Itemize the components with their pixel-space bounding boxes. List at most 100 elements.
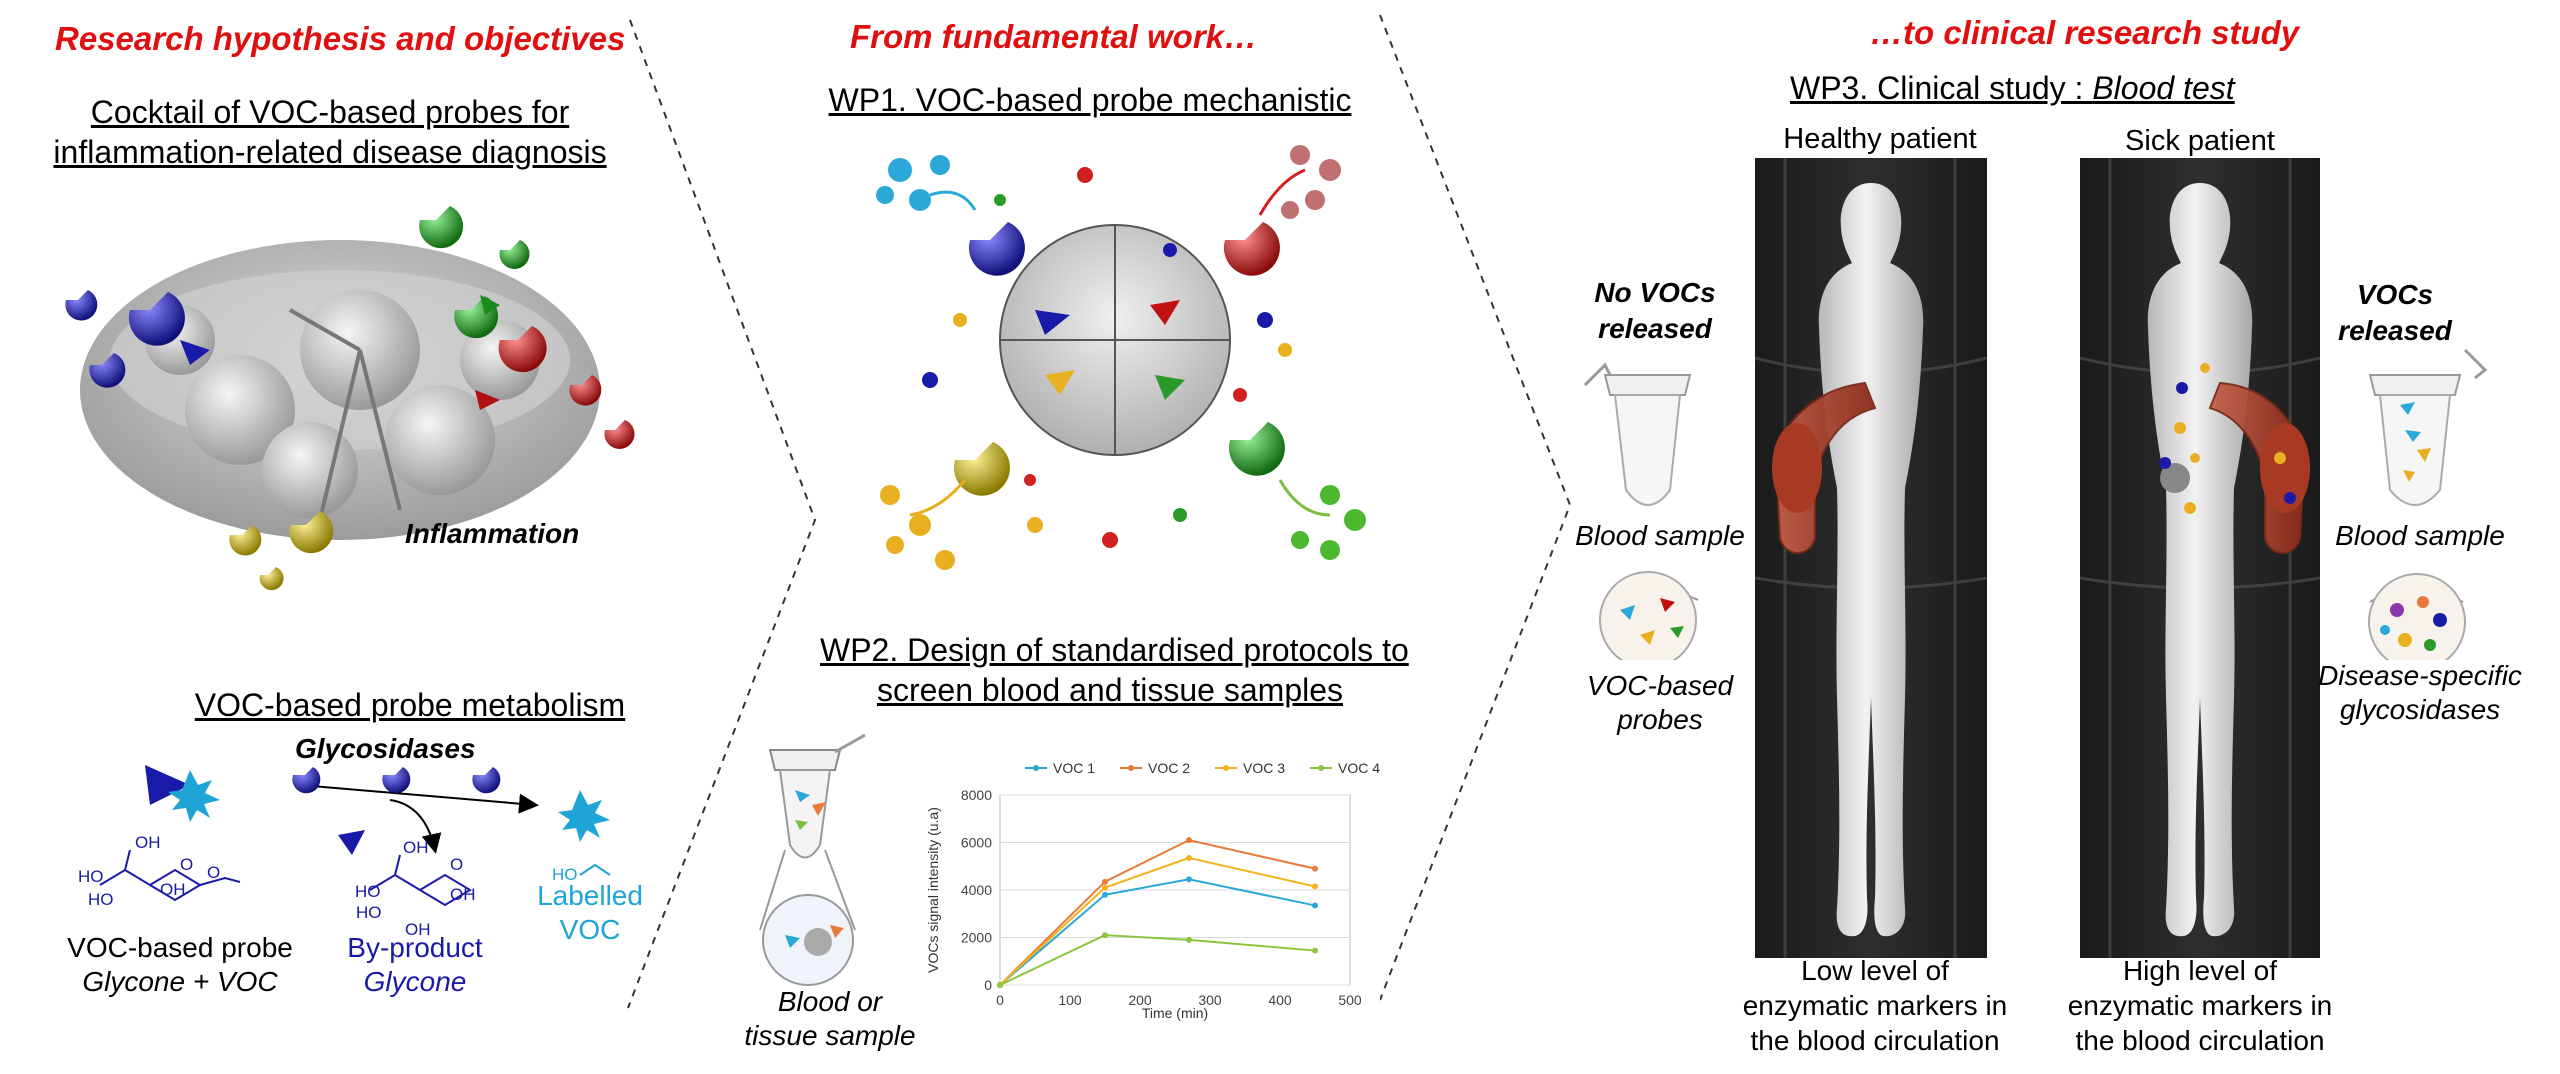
probe-label: VOC-based probe: [67, 932, 293, 963]
healthy-body-scan: [1755, 158, 1987, 958]
healthy-probes-line1: VOC-based: [1586, 670, 1734, 701]
chart-y-tick-label: 2000: [961, 930, 992, 946]
wp2-tube-illustration: [759, 733, 866, 986]
chart-data-point: [1312, 902, 1318, 909]
metabolism-title: VOC-based probe metabolism: [194, 687, 626, 723]
healthy-bottom-line1: Low level of: [1801, 955, 1949, 986]
healthy-probes-line2: probes: [1617, 704, 1703, 735]
chem-o-1: O: [180, 855, 193, 874]
sick-bottom-line1: High level of: [2122, 955, 2278, 986]
voc-signal-chart: VOC 1 VOC 2 VOC 3 VOC 4 0 2000 4000 6000 8000 0 1…: [920, 750, 1380, 1035]
chem-oh-3: OH: [403, 838, 429, 857]
healthy-bottom-line3: the blood circulation: [1750, 1025, 2000, 1056]
chart-data-point: [1186, 854, 1192, 861]
chem-ho-2: HO: [88, 890, 114, 909]
labelled-voc-line1: Labelled: [537, 880, 643, 911]
healthy-vocs-line2: released: [1598, 313, 1712, 344]
chart-x-tick-label: 100: [1058, 992, 1082, 1008]
wp2-title-line2: screen blood and tissue samples: [876, 672, 1344, 708]
chart-legend-marker: [1223, 765, 1229, 771]
chart-x-tick-label: 0: [996, 992, 1004, 1008]
chart-legend-label: VOC 4: [1338, 760, 1380, 776]
chart-x-axis-label: Time (min): [1142, 1005, 1208, 1021]
healthy-title: Healthy patient: [1783, 123, 1977, 155]
chart-x-tick-label: 400: [1268, 992, 1292, 1008]
chart-data-point: [1312, 865, 1318, 872]
chem-oh-5: OH: [405, 920, 431, 939]
healthy-tube-illustration: [1583, 362, 1699, 660]
probe-sub: Glycone + VOC: [82, 966, 278, 997]
chart-y-tick-label: 0: [984, 977, 992, 993]
chart-series-line: [999, 856, 1316, 986]
wp3-title-prefix: WP3. Clinical study :: [1790, 70, 2093, 106]
healthy-vocs-line1: No VOCs: [1594, 277, 1716, 308]
chem-o-2: O: [207, 863, 220, 882]
healthy-bottom-line2: enzymatic markers in: [1742, 990, 2008, 1021]
chart-legend-marker: [1033, 765, 1039, 771]
chart-data-point: [1186, 936, 1192, 943]
cocktail-title-line1: Cocktail of VOC-based probes for: [90, 94, 570, 130]
chart-data-point: [1312, 947, 1318, 954]
cocktail-title-line2: inflammation-related disease diagnosis: [53, 134, 607, 170]
chart-data-point: [997, 982, 1003, 988]
chem-ho-5: HO: [552, 865, 578, 884]
wp3-title-italic: Blood test: [2092, 70, 2235, 106]
chart-series-line: [999, 934, 1316, 986]
chem-oh-1: OH: [135, 833, 161, 852]
chart-data-point: [1312, 883, 1318, 890]
sick-blood-label: Blood sample: [2335, 520, 2505, 551]
sick-tube-illustration: [2368, 348, 2488, 660]
chart-series-line: [999, 839, 1316, 986]
chart-legend-label: VOC 2: [1148, 760, 1190, 776]
sample-label-line1: Blood or: [777, 986, 883, 1017]
chart-ticks: 0 2000 4000 6000 8000 0 100 200 300 400 500: [961, 787, 1362, 1008]
chart-y-tick-label: 4000: [961, 882, 992, 898]
chart-data-point: [1186, 876, 1192, 883]
chart-data-point: [1102, 878, 1108, 885]
chem-o-3: O: [450, 855, 463, 874]
chart-data-point: [1102, 884, 1108, 891]
sick-enzymes-line2: glycosidases: [2339, 694, 2501, 725]
chart-series-group: [997, 837, 1318, 988]
wp2-title-line1: WP2. Design of standardised protocols to: [820, 632, 1409, 668]
chart-data-point: [1102, 932, 1108, 939]
sick-bottom-line2: enzymatic markers in: [2067, 990, 2333, 1021]
middle-heading: From fundamental work…: [850, 18, 1258, 55]
chart-y-axis-label: VOCs signal intensity (u.a): [925, 807, 941, 973]
chart-x-tick-label: 500: [1338, 992, 1362, 1008]
chem-ho-1: HO: [78, 867, 104, 886]
inflammation-label: Inflammation: [405, 518, 580, 549]
chart-data-point: [1102, 891, 1108, 898]
chem-ho-3: HO: [355, 882, 381, 901]
chart-y-tick-label: 8000: [961, 787, 992, 803]
byproduct-sub: Glycone: [363, 966, 467, 997]
chart-y-tick-label: 6000: [961, 835, 992, 851]
wp1-mechanism-illustration: [876, 145, 1366, 570]
chart-series-line: [999, 878, 1316, 986]
sick-bottom-line3: the blood circulation: [2075, 1025, 2325, 1056]
chart-legend-marker: [1318, 765, 1324, 771]
chart-legend: VOC 1 VOC 2 VOC 3 VOC 4: [1025, 760, 1380, 776]
wp1-title: WP1. VOC-based probe mechanistic: [828, 82, 1352, 118]
chart-x-tick-label: 200: [1128, 992, 1152, 1008]
sick-vocs-line2: released: [2338, 315, 2452, 346]
sick-vocs-line1: VOCs: [2356, 279, 2434, 310]
chart-legend-label: VOC 1: [1053, 760, 1095, 776]
chem-oh-4: OH: [450, 885, 476, 904]
sick-body-scan: [2080, 158, 2320, 958]
chart-grid: [999, 794, 1351, 986]
chart-data-point: [1186, 837, 1192, 844]
chart-legend-label: VOC 3: [1243, 760, 1285, 776]
chart-x-tick-label: 300: [1198, 992, 1222, 1008]
inflamed-tissue-illustration: [65, 206, 635, 591]
right-heading: …to clinical research study: [1870, 14, 2300, 51]
labelled-voc-line2: VOC: [559, 914, 621, 945]
metabolism-scheme: OH HO HO OH O O OH HO HO O OH OH HO: [78, 765, 611, 939]
chem-ho-4: HO: [356, 903, 382, 922]
byproduct-label: By-product: [347, 932, 483, 963]
left-heading: Research hypothesis and objectives: [55, 20, 626, 57]
sick-title: Sick patient: [2125, 125, 2275, 157]
sick-enzymes-line1: Disease-specific: [2318, 660, 2522, 691]
wp3-title: WP3. Clinical study : Blood test: [1790, 70, 2235, 107]
